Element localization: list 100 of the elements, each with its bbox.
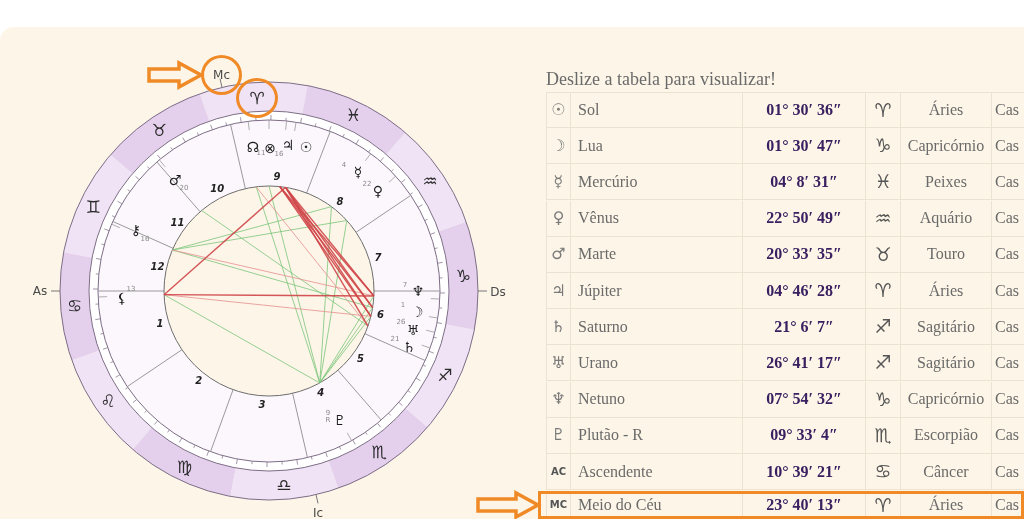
- zodiac-glyph: ♑: [455, 267, 471, 285]
- house-name: Cas: [992, 200, 1024, 237]
- body-symbol: AC: [546, 454, 571, 490]
- highlight-circle: [201, 55, 242, 95]
- house-number: 12: [150, 262, 165, 273]
- position-degrees: 20° 33′ 35″: [743, 236, 866, 273]
- position-degrees: 26° 41′ 17″: [743, 345, 866, 382]
- position-degrees: 04° 46′ 28″: [743, 273, 866, 309]
- body-symbol: ♂: [546, 236, 571, 273]
- zodiac-glyph: ♎: [276, 476, 292, 494]
- arrow: [476, 490, 542, 519]
- body-name: Marte: [571, 236, 743, 273]
- house-number: 1: [156, 319, 164, 330]
- house-number: 7: [374, 252, 382, 263]
- position-degrees: 01° 30′ 47″: [743, 128, 866, 165]
- house-name: Cas: [992, 92, 1024, 128]
- sign-name: Áries: [901, 273, 992, 309]
- body-name: Ascendente: [571, 454, 743, 490]
- body-symbol: ☽: [546, 128, 571, 165]
- house-name: Cas: [992, 309, 1024, 346]
- body-name: Saturno: [571, 309, 743, 346]
- sign-name: Touro: [901, 236, 992, 273]
- body-name: Urano: [571, 345, 743, 382]
- body-name: Lua: [571, 128, 743, 165]
- zodiac-glyph: ♍: [176, 458, 193, 476]
- sign-name: Capricórnio: [901, 128, 992, 165]
- position-degrees: 22° 50′ 49″: [743, 200, 866, 237]
- sign-name: Sagitário: [901, 345, 992, 382]
- planet-glyph: ♀: [372, 184, 384, 198]
- house-name: Cas: [992, 273, 1024, 309]
- position-degrees: 09° 33′ 4″: [743, 417, 866, 454]
- sign-name: Áries: [901, 494, 992, 516]
- planet-glyph: ♇: [333, 413, 347, 427]
- sign-name: Sagitário: [901, 309, 992, 346]
- house-name: Cas: [992, 236, 1024, 273]
- body-name: Júpiter: [571, 273, 743, 309]
- body-name: Netuno: [571, 381, 743, 418]
- body-symbol: ☉: [546, 92, 571, 128]
- body-name: Sol: [571, 92, 743, 128]
- zodiac-glyph: ♉: [151, 121, 167, 139]
- planet-glyph: ⊗: [264, 141, 276, 155]
- sign-name: Câncer: [901, 454, 992, 490]
- body-symbol: ♀: [546, 200, 571, 237]
- house-number: 11: [170, 218, 185, 229]
- sign-symbol: ♈: [866, 92, 901, 128]
- position-degrees: 10° 39′ 21″: [743, 454, 866, 490]
- instruction-heading: Deslize a tabela para visualizar!: [546, 70, 776, 88]
- house-number: 9: [273, 172, 281, 183]
- house-number: 3: [258, 399, 266, 410]
- arrow: [147, 60, 205, 90]
- house-name: Cas: [992, 345, 1024, 382]
- angle-label: Mc: [213, 69, 230, 81]
- body-name: Vênus: [571, 200, 743, 237]
- body-symbol: ♇: [546, 417, 571, 454]
- zodiac-glyph: ♐: [437, 366, 453, 384]
- angle-label: As: [32, 285, 48, 297]
- highlight-frame: [538, 491, 1024, 519]
- body-symbol: ♅: [546, 345, 571, 382]
- body-symbol: ♆: [546, 381, 571, 418]
- planet-glyph: ☽: [410, 305, 424, 319]
- sign-name: Áries: [901, 92, 992, 128]
- position-degrees: 21° 6′ 7″: [743, 309, 866, 346]
- body-name: Mercúrio: [571, 164, 743, 201]
- planet-glyph: ⚸: [116, 291, 128, 305]
- position-degrees: 23° 40′ 13″: [743, 494, 866, 516]
- zodiac-glyph: ♈: [249, 89, 265, 107]
- zodiac-glyph: ♒: [422, 172, 438, 190]
- house-name: Cas: [992, 381, 1024, 418]
- zodiac-glyph: ♓: [345, 106, 361, 124]
- planet-glyph: ♃: [281, 138, 295, 152]
- planet-glyph: ☉: [299, 140, 313, 154]
- planet-glyph: ⚷: [130, 223, 142, 237]
- body-name: Meio do Céu: [571, 494, 743, 516]
- sign-name: Capricórnio: [901, 381, 992, 418]
- body-symbol: ♃: [546, 273, 571, 309]
- sign-name: Peixes: [901, 164, 992, 201]
- house-number: 10: [210, 184, 225, 195]
- sign-name: Escorpião: [901, 417, 992, 454]
- position-degrees: 01° 30′ 36″: [743, 92, 866, 128]
- house-number: 4: [317, 387, 325, 398]
- zodiac-glyph: ♊: [85, 198, 101, 216]
- body-symbol: ☿: [546, 164, 571, 201]
- house-name: Cas: [992, 128, 1024, 165]
- house-name: Cas: [994, 495, 1020, 515]
- zodiac-glyph: ♏: [371, 443, 387, 461]
- angle-label: Ds: [490, 286, 506, 298]
- body-symbol: ♄: [546, 309, 571, 346]
- position-degrees: 04° 8′ 31″: [743, 164, 866, 201]
- sign-name: Aquário: [901, 200, 992, 237]
- house-name: Cas: [992, 417, 1024, 454]
- position-degrees: 07° 54′ 32″: [743, 381, 866, 418]
- house-number: 6: [377, 309, 384, 320]
- body-name: Plutão - R: [571, 417, 743, 454]
- planet-glyph: ☿: [353, 165, 363, 179]
- highlight-circle: [236, 78, 278, 118]
- house-name: Cas: [992, 164, 1024, 201]
- house-number: 2: [195, 375, 203, 386]
- house-number: 5: [357, 353, 365, 364]
- house-number: 8: [336, 196, 344, 207]
- angle-label: Ic: [312, 507, 324, 519]
